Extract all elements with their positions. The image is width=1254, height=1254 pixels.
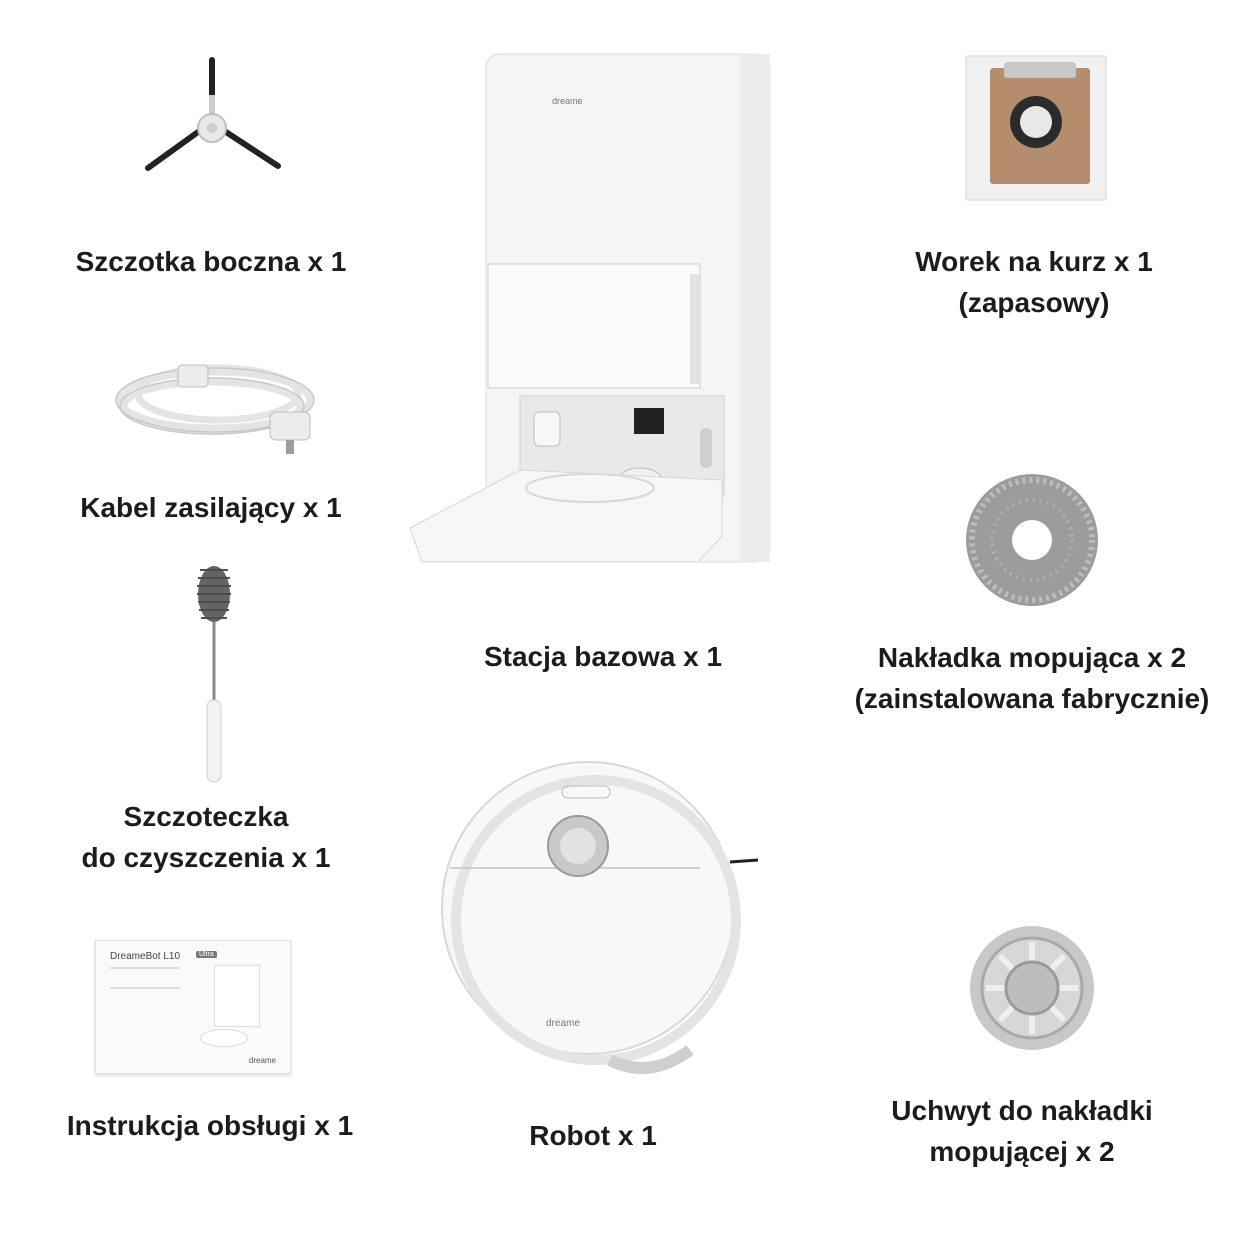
base-station-brand: dreame (552, 96, 583, 106)
dust-bag-label-line2: (zapasowy) (958, 287, 1110, 318)
manual-booklet: DreameBot L10 Ultra dreame (95, 940, 291, 1074)
cleaning-brush-item: Szczoteczka do czyszczenia x 1 (0, 560, 420, 890)
side-brush-item: Szczotka boczna x 1 (0, 0, 420, 300)
power-cable-item: Kabel zasilający x 1 (0, 330, 420, 540)
mop-pad-label: Nakładka mopująca x 2 (zainstalowana fab… (820, 637, 1244, 719)
mop-pad-image (966, 474, 1098, 606)
side-brush-image (145, 57, 281, 171)
cleaning-brush-label-line2: do czyszczenia x 1 (81, 842, 331, 873)
robot-item: dreame Robot x 1 (420, 750, 780, 1170)
dust-bag-image (965, 55, 1107, 201)
cleaning-brush-label: Szczoteczka do czyszczenia x 1 (0, 796, 412, 878)
side-brush-label: Szczotka boczna x 1 (75, 246, 347, 277)
mop-pad-label-line1: Nakładka mopująca x 2 (877, 642, 1187, 673)
manual-booklet-station-illustration (214, 965, 260, 1027)
mop-holder-label-line2: mopującej x 2 (929, 1136, 1115, 1167)
mop-holder-item: Uchwyt do nakładki mopującej x 2 (810, 910, 1254, 1180)
mop-holder-label: Uchwyt do nakładki mopującej x 2 (810, 1090, 1234, 1172)
manual-booklet-robot-illustration (200, 1029, 248, 1047)
robot-label: Robot x 1 (529, 1120, 657, 1151)
cleaning-brush-image (197, 566, 231, 783)
dust-bag-label: Worek na kurz x 1 (zapasowy) (820, 241, 1248, 323)
mop-holder-label-line1: Uchwyt do nakładki (891, 1095, 1153, 1126)
mop-pad-label-line2: (zainstalowana fabrycznie) (854, 683, 1210, 714)
manual-booklet-title: DreameBot L10 (110, 951, 181, 962)
power-cable-label: Kabel zasilający x 1 (80, 492, 342, 523)
mop-pad-item: Nakładka mopująca x 2 (zainstalowana fab… (820, 450, 1254, 730)
base-station-label: Stacja bazowa x 1 (483, 641, 723, 672)
manual-item: DreameBot L10 Ultra dreame Instrukcja ob… (0, 930, 420, 1160)
dust-bag-label-line1: Worek na kurz x 1 (915, 246, 1153, 277)
manual-label: Instrukcja obsługi x 1 (66, 1110, 354, 1141)
base-station-image (409, 53, 771, 563)
manual-booklet-brand: dreame (248, 1056, 276, 1065)
cleaning-brush-label-line1: Szczoteczka (123, 801, 289, 832)
base-station-item: dreame Stacja bazowa x 1 (400, 40, 810, 690)
manual-booklet-text-lines (110, 967, 180, 989)
mop-holder-image (970, 926, 1094, 1050)
manual-booklet-badge: Ultra (196, 951, 217, 958)
robot-image (441, 761, 759, 1074)
robot-brand: dreame (546, 1018, 580, 1029)
dust-bag-item: Worek na kurz x 1 (zapasowy) (820, 40, 1254, 340)
power-cable-image (115, 364, 315, 454)
